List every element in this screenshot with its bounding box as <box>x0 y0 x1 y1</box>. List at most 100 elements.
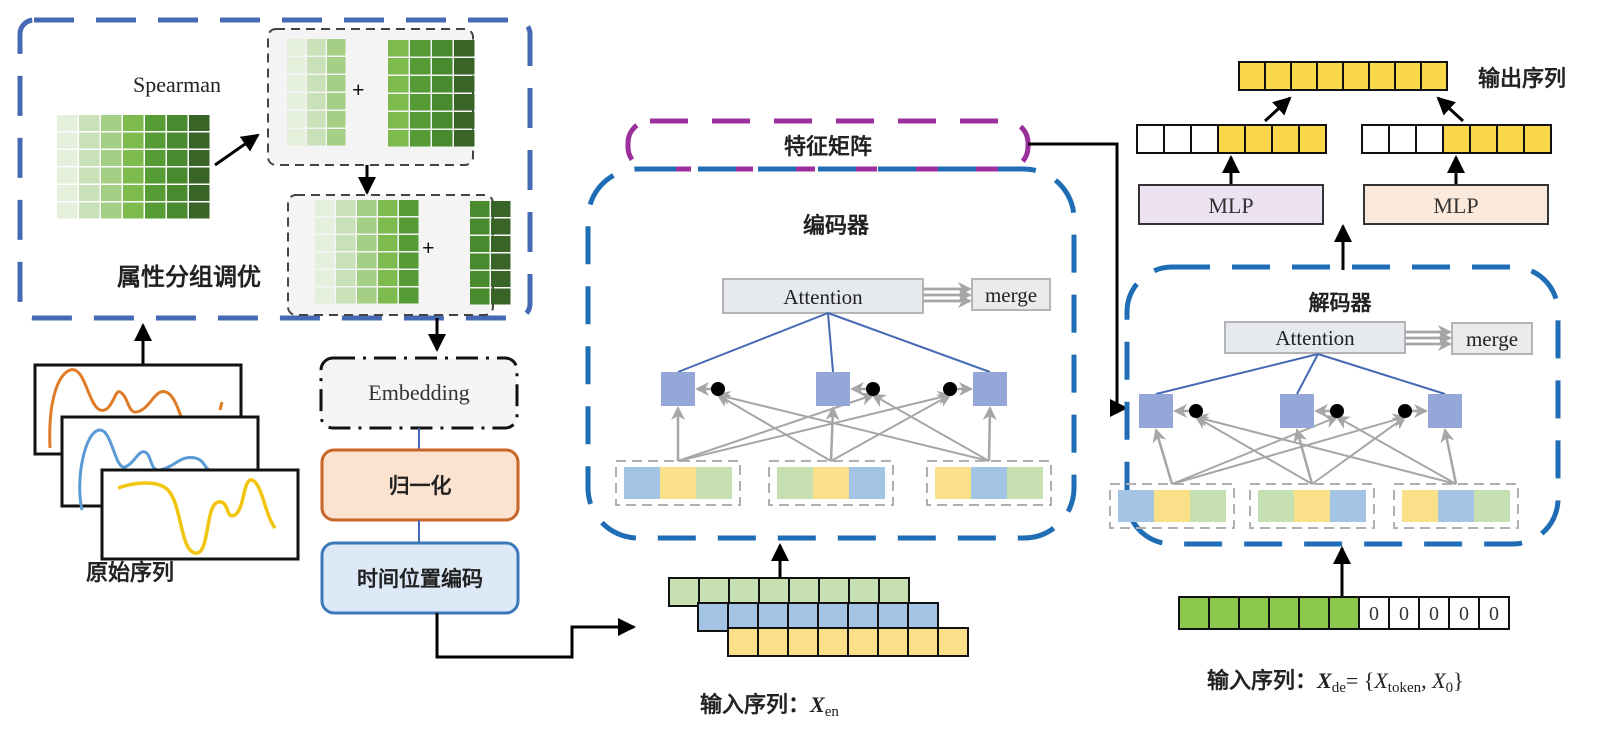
branch-empty-cell <box>1415 124 1444 154</box>
token-cell-yellow <box>660 467 696 499</box>
heatmap-cell <box>315 217 335 234</box>
cross-attention-arrow <box>830 394 952 462</box>
branch-empty-cell <box>1190 124 1219 154</box>
token-group-border <box>1393 483 1519 529</box>
heatmap-cell <box>123 132 144 149</box>
cross-attention-arrow <box>716 391 990 462</box>
input-cell-green <box>848 577 880 607</box>
token-group-border <box>926 460 1052 506</box>
mlp-left-label: MLP <box>1208 193 1253 218</box>
heatmap-cell <box>79 202 100 219</box>
input-cell-blue <box>757 602 789 632</box>
input-cell-blue <box>907 602 939 632</box>
heatmap-cell <box>432 76 453 93</box>
output-cell <box>1238 61 1266 91</box>
heatmap-cell <box>378 200 398 216</box>
heatmap-cell <box>410 58 431 75</box>
input-cell-yellow <box>907 627 939 657</box>
input-cell-blue <box>817 602 849 632</box>
heatmap-cell <box>287 57 306 74</box>
token-cell-yellow <box>935 467 971 499</box>
heatmap-cell <box>79 132 100 149</box>
attention-link <box>1155 353 1319 395</box>
output-branch-right <box>1361 124 1552 154</box>
cross-attention-arrow <box>716 393 832 462</box>
encoder-block: 编码器 Attention merge <box>585 166 1077 541</box>
heatmap-cell <box>101 167 122 184</box>
heatmap-cell <box>315 270 335 286</box>
encoder-input-var: X <box>809 692 826 717</box>
heatmap-cell <box>57 115 78 131</box>
branch-filled-cell <box>1244 124 1273 154</box>
heatmap-cell <box>410 112 431 129</box>
token-to-node-arrow <box>825 406 840 462</box>
decoder-token-cell <box>1238 596 1270 630</box>
cross-attention-arrow <box>1335 416 1457 485</box>
input-cell-blue <box>787 602 819 632</box>
output-cell <box>1368 61 1396 91</box>
cross-attention-arrow <box>677 391 952 462</box>
input-cell-yellow <box>727 627 759 657</box>
heatmap-cell <box>145 150 166 166</box>
heatmap-cell <box>79 185 100 201</box>
input-cell-yellow <box>847 627 879 657</box>
decoder-merge-box <box>1451 322 1533 355</box>
heatmap-cell <box>79 150 100 166</box>
input-cell-yellow <box>757 627 789 657</box>
weight-dot <box>711 382 725 396</box>
series-line-orange-tail <box>218 401 224 411</box>
heatmap-cell <box>123 115 144 131</box>
heatmap-cell <box>470 236 490 252</box>
heatmap-cell <box>189 132 210 149</box>
branch-filled-cell <box>1298 124 1327 154</box>
heatmap-cell <box>145 132 166 149</box>
decoder-block: 解码器 Attention merge <box>1109 264 1561 547</box>
cross-attention-arrow <box>1171 413 1407 485</box>
heatmap-cell <box>167 167 188 184</box>
heatmap-cell <box>315 200 335 216</box>
token-cell-blue <box>1118 490 1154 522</box>
token-cell-yellow <box>813 467 849 499</box>
heatmap-cell <box>167 202 188 219</box>
weight-dot <box>1398 404 1412 418</box>
heatmap-cell <box>57 202 78 219</box>
token-cell-yellow <box>1294 490 1330 522</box>
heatmap-cell <box>388 76 409 93</box>
heatmap-cell <box>307 75 326 92</box>
branch-filled-cell <box>1217 124 1246 154</box>
attention-link <box>1317 353 1446 395</box>
heatmap-cell <box>79 115 100 131</box>
token-group-border <box>615 460 741 506</box>
heatmap-cell <box>470 201 490 217</box>
heatmap-cell <box>336 217 356 234</box>
heatmap-cell <box>101 185 122 201</box>
heatmap-cell <box>454 40 475 57</box>
feature-matrix-label: 特征矩阵 <box>784 134 872 160</box>
cross-attention-arrow <box>871 394 990 462</box>
branch-filled-cell <box>1496 124 1525 154</box>
heatmap-cell <box>167 132 188 149</box>
encoder-title: 编码器 <box>803 213 870 239</box>
raw-series-label: 原始序列 <box>86 560 174 586</box>
heatmap-cell <box>491 201 511 217</box>
normalize-label: 归一化 <box>389 474 452 498</box>
encoder-merge-label: merge <box>985 283 1037 307</box>
heatmap-cell <box>470 271 490 287</box>
heatmap-cell <box>336 252 356 269</box>
plus-sign: + <box>352 77 365 102</box>
heatmap-cell <box>315 252 335 269</box>
heatmap-cell <box>432 130 453 147</box>
arrow-timepos-to-input <box>435 613 636 659</box>
heatmap-cell <box>399 200 419 216</box>
heatmap-cell <box>378 252 398 269</box>
heatmap-cell <box>101 132 122 149</box>
heatmap-cell <box>315 287 335 304</box>
decoder-zero-value: 0 <box>1399 603 1409 625</box>
input-cell-green <box>758 577 790 607</box>
decoder-attention-network <box>1109 353 1519 529</box>
heatmap-cell <box>145 115 166 131</box>
heatmap-cell <box>432 112 453 129</box>
mlp-right-label: MLP <box>1433 193 1478 218</box>
heatmap-cell <box>410 130 431 147</box>
